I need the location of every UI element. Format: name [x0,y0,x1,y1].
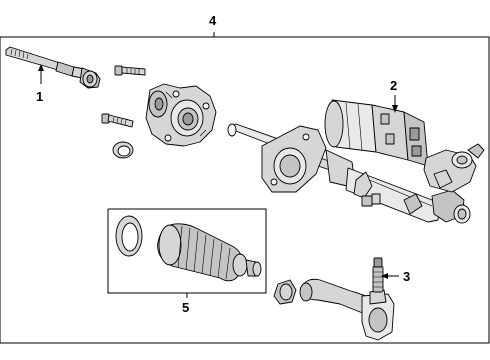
callout-1-label: 1 [36,89,43,104]
part-1-inner-tie-rod [5,46,101,89]
callout-4-label: 4 [209,13,217,28]
upper-bolt [114,65,146,76]
jam-nut [273,279,297,305]
callout-2-label: 2 [390,78,397,93]
gear-housing-cover [145,83,217,147]
part-2-electric-motor [324,99,429,167]
lower-bolt [101,113,134,128]
callout-2-pointer [392,95,398,113]
boot-clamp-ring [115,215,143,257]
bellows-boot [157,223,262,282]
part-5-boot-kit-frame [107,208,267,298]
assembly-frame [0,32,490,344]
o-ring-seal [112,141,134,159]
callout-3-pointer [381,273,399,279]
rack-housing [227,123,485,224]
callout-1-pointer [38,64,44,84]
part-3-outer-tie-rod-end [299,257,395,341]
callout-3-label: 3 [403,269,410,284]
callout-5-label: 5 [182,300,189,315]
